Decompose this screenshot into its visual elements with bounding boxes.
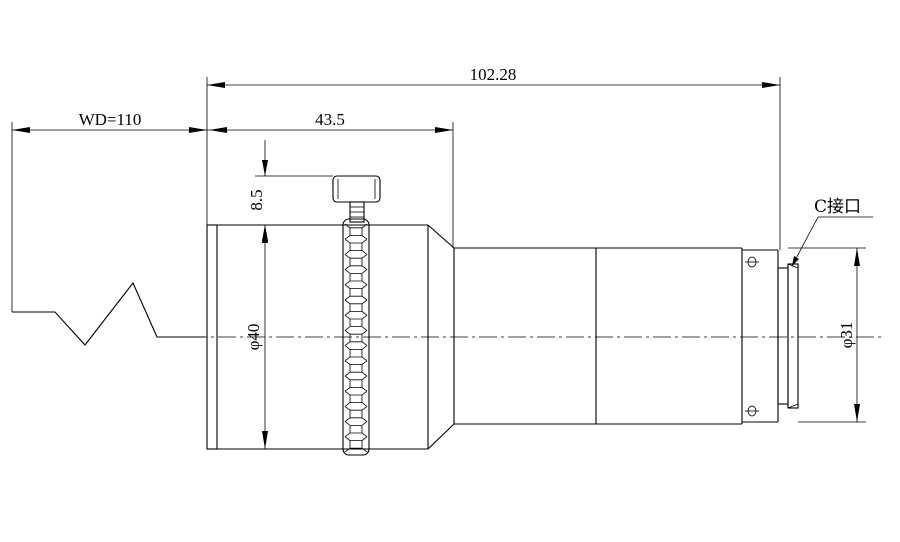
knurl-segment [344, 254, 368, 270]
front-section-length-label: 43.5 [315, 110, 345, 129]
knurl-segment [344, 375, 368, 392]
dimension-front-diameter: φ40 [244, 225, 268, 449]
knurled-focus-ring [342, 218, 370, 456]
knurl-segment [344, 390, 368, 407]
knurl-segment [344, 360, 368, 377]
working-distance-break-line [12, 281, 205, 346]
c-mount-label: C接口 [814, 197, 861, 217]
set-screw-hole-top [745, 256, 759, 268]
dimension-working-distance: WD=110 [11, 110, 207, 312]
knurl-segment [344, 421, 368, 438]
front-diameter-label: φ40 [244, 324, 263, 351]
knurl-segment [344, 238, 368, 255]
front-barrel [206, 224, 429, 450]
knurl-segment [344, 314, 368, 331]
knurl-segment [344, 436, 368, 453]
total-length-label: 102.28 [470, 65, 517, 84]
knurl-segment [344, 269, 368, 286]
knurl-segment [344, 299, 368, 316]
knurl-segment [344, 284, 368, 301]
c-mount-callout: C接口 [791, 197, 873, 267]
dimension-mount-diameter: φ31 [788, 247, 866, 423]
knurl-segment [344, 223, 368, 240]
mount-diameter-label: φ31 [837, 322, 856, 349]
working-distance-label: WD=110 [79, 110, 142, 129]
dimension-screw-height: 8.5 [247, 140, 333, 241]
knurl-segment [344, 406, 368, 422]
dimension-front-section: 43.5 [207, 110, 454, 248]
screw-height-label: 8.5 [247, 189, 266, 210]
dimension-total-length: 102.28 [206, 65, 781, 250]
knurl-segment [344, 330, 368, 346]
barrel-taper [427, 224, 455, 450]
c-mount-thread [777, 263, 799, 409]
locking-screw-head [332, 175, 381, 223]
rear-barrel [453, 247, 779, 425]
knurl-segment [344, 345, 368, 362]
set-screw-hole-bottom [745, 405, 759, 417]
